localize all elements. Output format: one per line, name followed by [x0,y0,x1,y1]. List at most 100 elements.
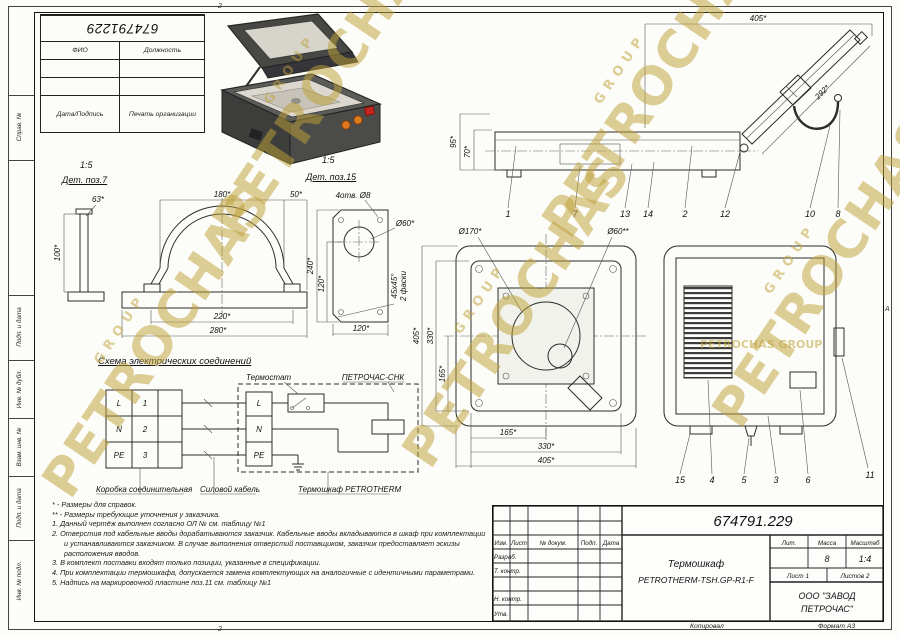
dim-dia60: Ø60* [395,219,415,228]
col-data: Дата [602,540,620,547]
row-utv: Утв. [493,611,508,618]
dim-95-side: 95* [449,135,458,148]
strip-label-podp1: Подп. и дата [16,307,23,347]
scale-value: 1:4 [859,554,872,564]
door-handle [833,327,845,357]
terminal-L2: L [257,399,261,408]
note-item: 4. При комплектации термошкафа, допускае… [52,567,476,577]
strip-divider [8,360,34,361]
note-item: 1. Данный чертёж выполнен согласно ОЛ № … [52,519,266,529]
thermostat-box [779,74,812,106]
terminal-PE: PE [114,451,125,460]
row-razrab: Разраб. [494,554,516,561]
part-callout: 7 [572,209,578,219]
part-callout: 5 [741,475,747,485]
detail15-scale: 1:5 [322,155,335,165]
front-view: Ø170* Ø60** 405* 330* 165* 165* 330* 40 [412,227,648,468]
part-callout: 10 [805,209,815,219]
cabinet-lid [226,13,359,93]
detail-15-view: 4отв. Ø8 Ø60* 240* 120* 120* 45x45° 2 фа… [306,191,415,336]
red-switch-icon [363,105,376,117]
dim-70-side: 70* [463,145,472,158]
drawing-frame [34,12,884,622]
scale-label: Масштаб [851,540,880,547]
strip-divider [8,418,34,419]
strip-label-sprav: Справ. № [16,112,23,142]
strip-divider [8,95,34,96]
strip-divider [8,295,34,296]
row-nkontr: Н. контр. [494,596,522,603]
front-view-body [444,234,648,438]
note-ref1: * - Размеры для справок. [52,500,137,509]
stamp-date-sign-label: Дата/Подпись [41,95,119,132]
schematic-title: Схема электрических соединений [98,356,252,367]
dim-292-side: 292* [813,83,832,102]
strip-label-podp2: Подп. и дата [16,488,23,528]
side-view-dimensions: 405* 292* 95* 70* [449,14,873,171]
mass-label: Масса [818,540,837,547]
detail7-title: Дет. поз.7 [62,175,108,185]
title-block: 674791.229 Изм. Лист № докум. Подп. Дата… [492,505,884,623]
strip-divider [8,540,34,541]
note-item: 5. Надпись на маркировочной пластине поз… [52,577,272,587]
strip-divider [8,160,34,161]
side-view-body [485,131,758,178]
part-callout: 14 [643,209,653,219]
row-tkontr: Т. контр. [494,568,521,575]
col-dokum: № докум. [539,540,566,547]
terminal-L: L [117,399,121,408]
zone-mark-bottom: 2 [218,626,222,633]
title-doc-number: 674791.229 [713,513,793,530]
dim-330-bottom: 330* [538,442,555,451]
part-callout: 11 [865,470,874,480]
col-podp: Подп. [581,540,597,547]
junction-box: L N PE 1 2 3 [105,389,183,469]
side-view-lid [739,29,869,153]
part-callout: 4 [709,475,714,485]
door-view-body [663,245,845,446]
cable-wires [182,398,246,460]
stamp-empty-cell [41,59,119,77]
col-list: Лист [510,540,527,547]
product-name: Термошкаф [668,558,725,570]
power-cable-label: Силовой кабель [200,485,260,494]
stamp-empty-cell [119,59,205,77]
dim-holes: 4отв. Ø8 [336,191,371,200]
thermostat-label: Термостат [246,373,291,382]
dim-100: 100* [53,244,62,261]
cabinet-schematic-box: L N PE [237,383,419,473]
terminal-1: 1 [143,399,147,408]
approval-stamp: 674791229 ФИО Должность Дата/Подпись Печ… [40,14,205,133]
strip-label-inv-podl: Инв. № подл. [16,561,23,601]
terminal-N: N [116,425,122,434]
detail7-rod-view: 100* 63* [53,195,105,302]
part-callout: 8 [835,209,840,219]
detail7-scale: 1:5 [80,160,93,170]
electrical-schematic: L N PE 1 2 3 L N PE [96,373,419,495]
dim-165-bottom: 165* [500,428,517,437]
part-callout: 2 [681,209,687,219]
stamp-doc-number: 674791229 [41,15,204,41]
terminal-N2: N [256,425,262,434]
dim-240: 240* [306,257,315,275]
strip-label-vzam: Взам. инв. № [16,427,23,467]
terminal-3: 3 [143,451,148,460]
detail15-plate [332,209,389,323]
part-callout: 1 [505,209,510,219]
detail-7-view: 100* 63* 180* 50* 220* [53,190,308,338]
sheet-number: Лист 1 [786,573,810,580]
front-view-dimensions: Ø170* Ø60** 405* 330* 165* 165* 330* 40 [412,227,637,468]
stamp-empty-cell [119,77,205,95]
note-ref2: ** - Размеры требующие уточнения у заказ… [52,509,221,519]
side-view-callouts: 1 7 13 14 2 12 10 8 [505,109,841,219]
format-label: Формат A3 [818,623,856,630]
dim-220: 220* [213,312,231,321]
cable-gland-icon [353,115,363,125]
cable-gland-icon [341,120,351,130]
title-block-grid [492,505,884,622]
part-callout: 15 [675,475,686,485]
vent-louvers [683,285,733,379]
door-view: 15 4 5 3 6 11 [663,245,875,485]
detail7-ubolt-view: 180* 50* 220* 280* [121,190,308,338]
note-item: 3. В комплект поставки входят только поз… [52,558,321,568]
